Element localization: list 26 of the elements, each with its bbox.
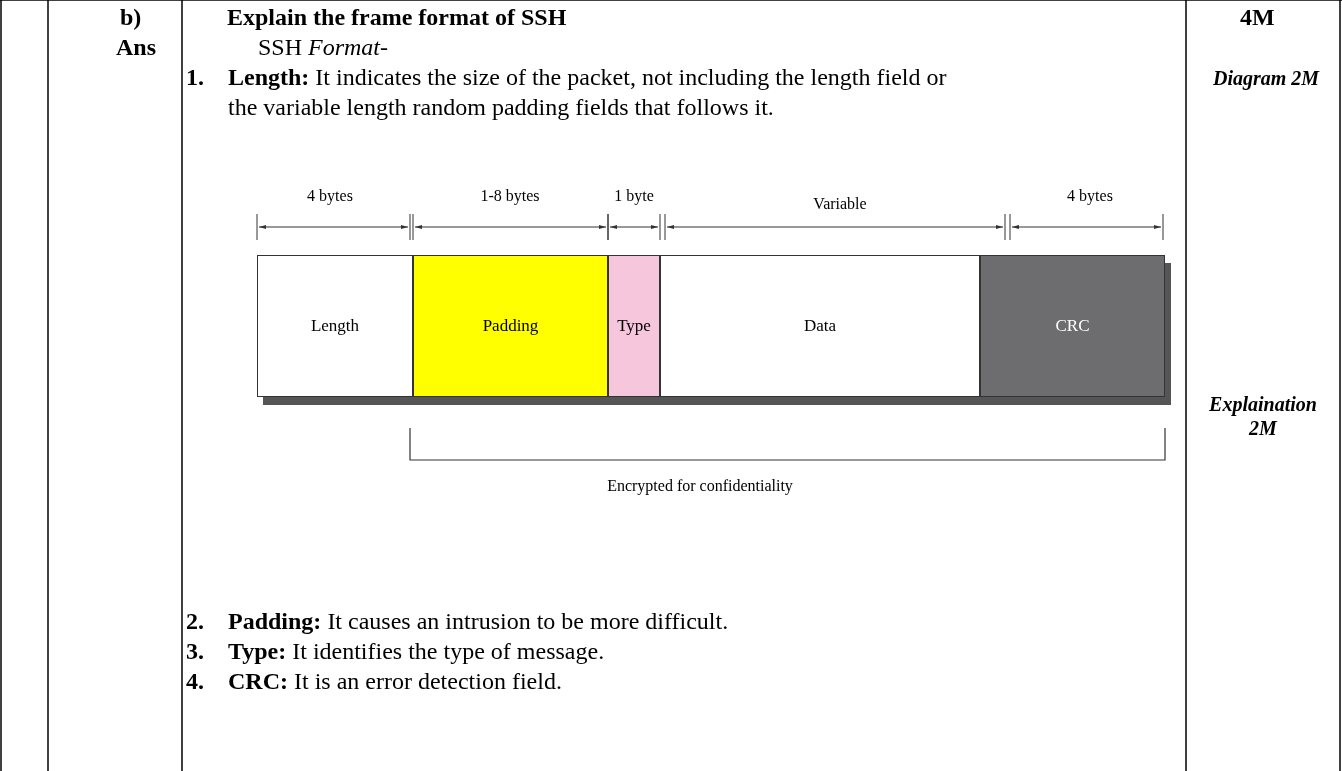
- table-text: 3.: [186, 637, 204, 666]
- table-text: 2.: [186, 607, 204, 636]
- dimension-label: 4 bytes: [1066, 188, 1114, 204]
- table-text: Explain the frame format of SSH: [227, 3, 567, 32]
- packet-field: Length: [257, 255, 413, 397]
- packet-field: Type: [608, 255, 660, 397]
- packet-field: Padding: [413, 255, 608, 397]
- answer-text: CRC: It is an error detection field.: [228, 667, 562, 696]
- packet-field: Data: [660, 255, 980, 397]
- bracket-label: Encrypted for confidentiality: [606, 478, 794, 494]
- answer-text: Padding: It causes an intrusion to be more difficult.: [228, 607, 729, 636]
- dimension-label: 4 bytes: [306, 188, 354, 204]
- table-text: b): [120, 3, 142, 32]
- answer-text: Length: It indicates the size of the packet, not including the length field or the variable length random padding fields that follows it.: [228, 63, 948, 122]
- table-text: 4.: [186, 667, 204, 696]
- packet-field: CRC: [980, 255, 1165, 397]
- dimension-label: 1-8 bytes: [479, 188, 541, 204]
- marks-note: Diagram 2M: [1211, 66, 1321, 90]
- table-text: Ans: [116, 33, 157, 62]
- dimension-label: Variable: [812, 196, 868, 212]
- dimension-label: 1 byte: [613, 188, 655, 204]
- answer-text: Type: It identifies the type of message.: [228, 637, 605, 666]
- answer-text: SSH Format-: [258, 33, 389, 62]
- marks-note: Explaination 2M: [1208, 392, 1318, 440]
- table-text: 1.: [186, 63, 204, 92]
- table-text: 4M: [1240, 3, 1275, 32]
